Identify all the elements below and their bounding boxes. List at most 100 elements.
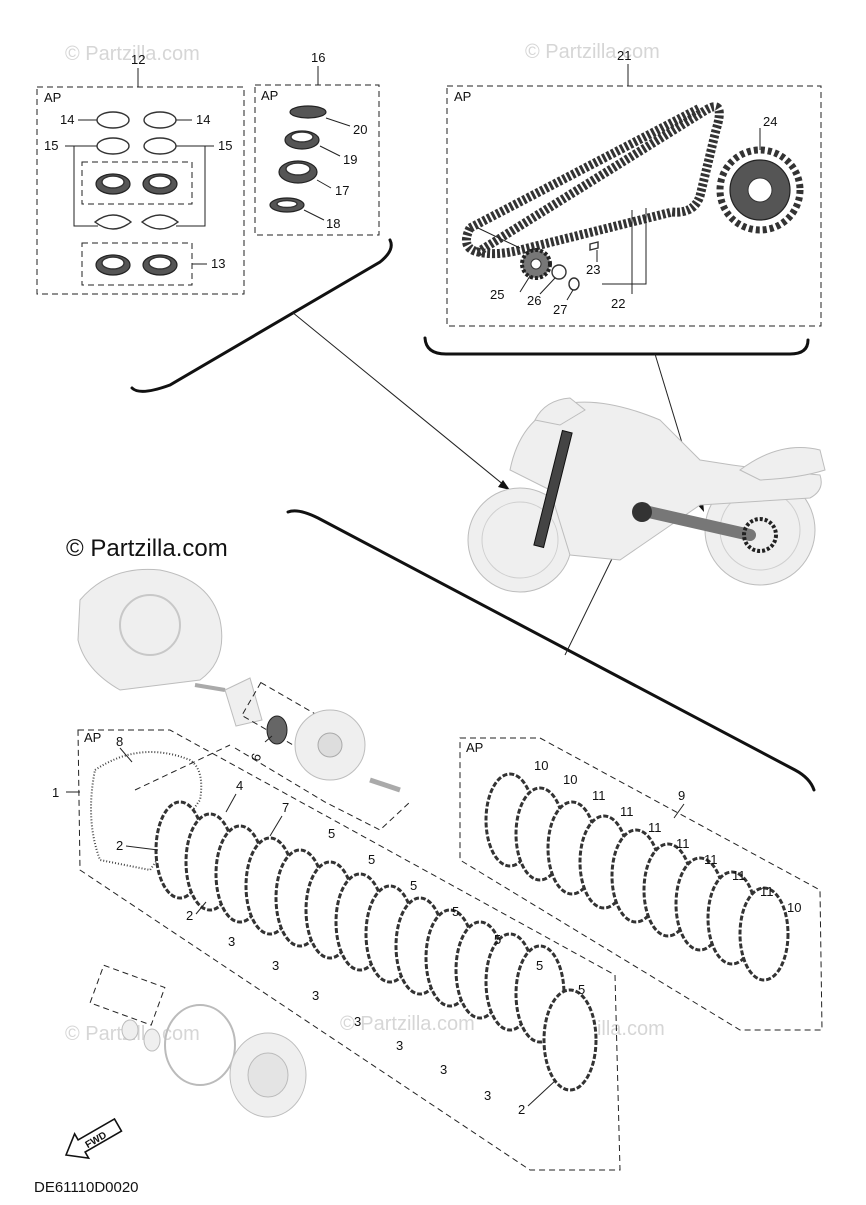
leader-line <box>519 275 531 293</box>
callout-4: 4 <box>236 778 243 793</box>
clutch-housing-assembly <box>89 964 307 1118</box>
callout-5: 5 <box>410 878 417 893</box>
friction-plate <box>542 988 598 1092</box>
drive-chain <box>467 104 703 232</box>
callout-10: 10 <box>787 900 801 915</box>
callout-3: 3 <box>312 988 319 1003</box>
callout-27: 27 <box>553 302 567 317</box>
leader-line <box>539 277 556 295</box>
watermark: © Partzilla.com <box>525 41 660 63</box>
forward-arrow: FWD <box>64 1117 123 1160</box>
callout-3: 3 <box>484 1088 491 1103</box>
pressure-lever <box>224 677 263 727</box>
leader-line <box>316 179 332 189</box>
friction-plate <box>738 886 790 982</box>
chain-joint <box>589 241 599 251</box>
callout-5: 5 <box>578 982 585 997</box>
o-ring <box>164 1004 236 1086</box>
callout-2: 2 <box>186 908 193 923</box>
rear-sprocket-hub <box>747 177 773 203</box>
callout-24: 24 <box>763 114 777 129</box>
leader-line <box>195 901 207 915</box>
pointer-arrow <box>498 480 510 490</box>
group-box <box>36 86 245 295</box>
callout-11: 11 <box>704 852 718 867</box>
callout-11: 11 <box>732 868 746 883</box>
lock-washer <box>551 264 567 280</box>
callout-3: 3 <box>228 934 235 949</box>
clip <box>143 137 177 155</box>
rear-sprocket-highlight <box>742 517 778 553</box>
callout-8: 8 <box>116 734 123 749</box>
leader-line <box>673 803 685 819</box>
bearing-inner <box>285 162 311 176</box>
callout-6: 6 <box>248 751 265 763</box>
washer <box>140 214 180 230</box>
bolt <box>194 683 226 692</box>
washer <box>93 214 133 230</box>
callout-3: 3 <box>396 1038 403 1053</box>
drive-sprocket-highlight <box>632 502 652 522</box>
callout-13: 13 <box>211 256 225 271</box>
crankcase-cover-ring <box>119 594 181 656</box>
callout-11: 11 <box>620 804 634 819</box>
callout-18: 18 <box>326 216 340 231</box>
group-9-plate-kit: AP 9 10 10 11 11 11 11 11 11 11 10 <box>459 737 823 1031</box>
group-box <box>446 85 822 327</box>
fwd-label: FWD <box>84 1130 109 1151</box>
leader-line <box>477 227 521 249</box>
front-fork-highlight <box>533 429 573 549</box>
front-sprocket-hub <box>530 258 542 270</box>
sub-box <box>241 681 331 757</box>
clutch-housing-inner <box>247 1052 289 1098</box>
crankcase <box>77 568 223 691</box>
spring <box>266 715 288 745</box>
callout-11: 11 <box>592 788 606 803</box>
callout-21: 21 <box>617 48 631 63</box>
drive-chain <box>461 102 724 259</box>
bracket-line <box>286 509 816 792</box>
leader-line <box>566 289 574 301</box>
leader-line <box>234 747 411 831</box>
leader-line <box>319 145 341 157</box>
group-box <box>77 729 621 1171</box>
group-box <box>459 737 823 1031</box>
callout-25: 25 <box>490 287 504 302</box>
callout-5: 5 <box>368 852 375 867</box>
callout-11: 11 <box>760 884 774 899</box>
ap-label: AP <box>44 90 61 105</box>
callout-17: 17 <box>335 183 349 198</box>
group-1-clutch-kit: AP 1 8 2 4 7 2 3 <box>52 729 621 1171</box>
leader-line <box>269 815 283 837</box>
ap-label: AP <box>261 88 278 103</box>
callout-22: 22 <box>611 296 625 311</box>
motorcycle-illustration <box>467 397 826 593</box>
sub-box <box>89 964 166 1026</box>
pointer-line <box>291 311 511 491</box>
callout-20: 20 <box>353 122 367 137</box>
bushing-inner <box>101 256 125 270</box>
callout-3: 3 <box>272 958 279 973</box>
watermark: © Partzilla.com <box>65 43 200 65</box>
nut <box>143 1028 161 1052</box>
leader-line <box>125 845 159 851</box>
group-box <box>254 84 380 236</box>
callout-5: 5 <box>452 904 459 919</box>
leader-line <box>602 208 647 294</box>
callout-12: 12 <box>131 52 145 67</box>
bearing-race-inner <box>276 199 298 209</box>
oil-seal-inner <box>148 175 172 189</box>
callout-15: 15 <box>44 138 58 153</box>
callout-11: 11 <box>648 820 662 835</box>
callout-3: 3 <box>440 1062 447 1077</box>
dust-seal <box>143 111 177 129</box>
bolt <box>369 777 401 793</box>
leader-line <box>134 744 231 791</box>
ap-label: AP <box>454 89 471 104</box>
callout-2: 2 <box>116 838 123 853</box>
plate-stack <box>484 772 790 982</box>
group-16-steering-bearing-kit: AP 16 20 19 17 18 <box>254 50 380 236</box>
callout-5: 5 <box>328 826 335 841</box>
